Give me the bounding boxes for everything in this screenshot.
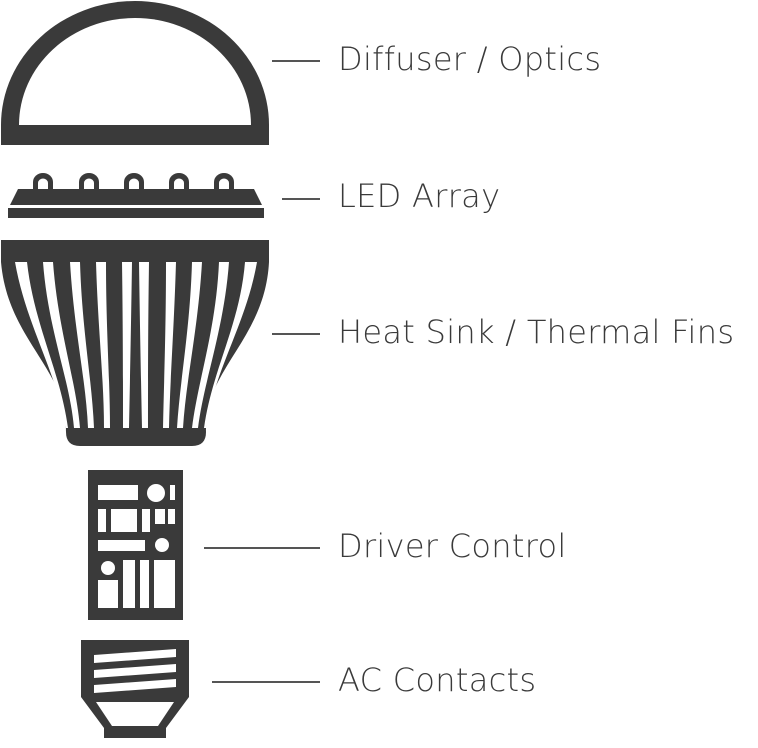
diffuser-leader-line (272, 60, 320, 62)
heat-sink-leader-line (272, 333, 320, 335)
led-array-part (8, 173, 264, 218)
diffuser-label: Diffuser / Optics (338, 40, 602, 78)
ac-contacts-leader-line (212, 681, 320, 683)
heat-sink-part (1, 240, 269, 446)
led-array-leader-line (282, 198, 320, 200)
diffuser-part (1, 1, 269, 145)
driver-label: Driver Control (338, 527, 567, 565)
heat-sink-label: Heat Sink / Thermal Fins (338, 313, 735, 351)
led-array-label: LED Array (338, 177, 501, 215)
ac-contacts-label: AC Contacts (338, 661, 537, 699)
driver-board-part (88, 470, 183, 620)
driver-leader-line (204, 547, 320, 549)
ac-contacts-part (81, 640, 189, 738)
